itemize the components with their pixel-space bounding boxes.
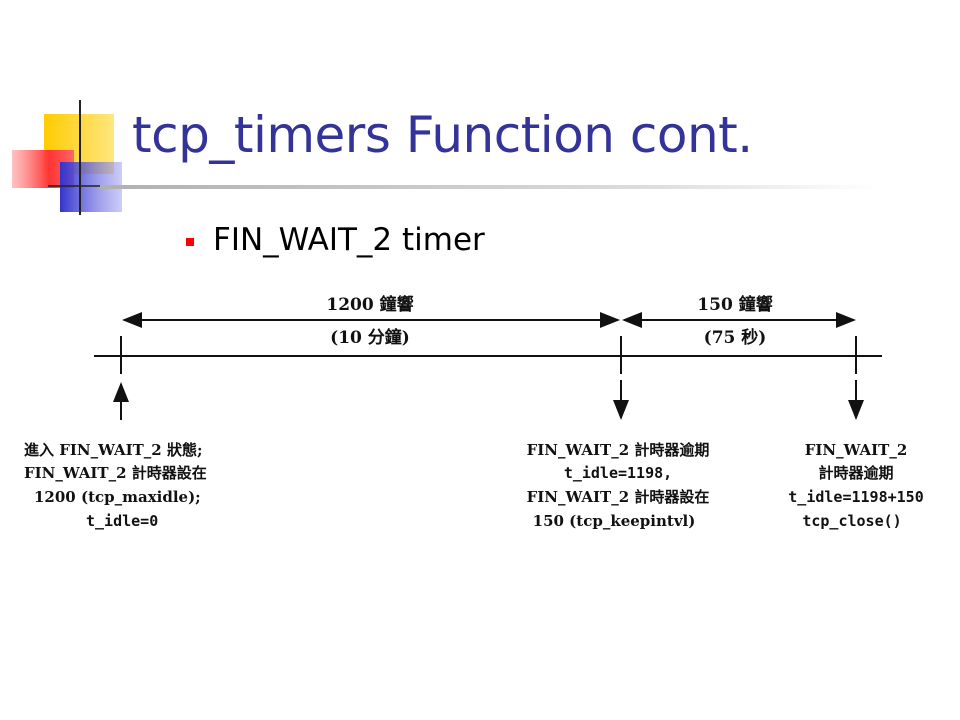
bullet-marker — [186, 238, 194, 246]
svg-text:計時器逾期: 計時器逾期 — [818, 464, 893, 482]
span1-bottom-label: (10 分鐘) — [330, 327, 410, 348]
svg-text:FIN_WAIT_2 計時器逾期: FIN_WAIT_2 計時器逾期 — [527, 441, 710, 459]
left-event-label: 進入 FIN_WAIT_2 狀態; FIN_WAIT_2 計時器設在 1200 … — [24, 441, 207, 530]
decorative-blocks — [12, 100, 125, 215]
bullet-text: FIN_WAIT_2 timer — [213, 222, 485, 258]
span1-top-label: 1200 鐘響 — [326, 294, 413, 315]
span2-top-label: 150 鐘響 — [697, 294, 772, 315]
svg-text:t_idle=1198+150: t_idle=1198+150 — [788, 488, 923, 506]
svg-text:1200 (tcp_maxidle);: 1200 (tcp_maxidle); — [34, 488, 201, 506]
svg-text:tcp_close(): tcp_close() — [802, 512, 901, 530]
svg-text:FIN_WAIT_2: FIN_WAIT_2 — [805, 441, 908, 459]
span2-bottom-label: (75 秒) — [704, 327, 767, 348]
svg-text:t_idle=1198,: t_idle=1198, — [564, 464, 672, 482]
svg-text:FIN_WAIT_2 計時器設在: FIN_WAIT_2 計時器設在 — [527, 488, 710, 506]
svg-text:FIN_WAIT_2 計時器設在: FIN_WAIT_2 計時器設在 — [24, 464, 207, 482]
right-event-label: FIN_WAIT_2 計時器逾期 t_idle=1198+150 tcp_clo… — [788, 441, 923, 530]
middle-event-label: FIN_WAIT_2 計時器逾期 t_idle=1198, FIN_WAIT_2… — [527, 441, 710, 530]
slide-title: tcp_timers Function cont. — [132, 106, 753, 164]
svg-text:t_idle=0: t_idle=0 — [86, 512, 158, 530]
timer-timeline-diagram: 1200 鐘響 150 鐘響 (10 分鐘) (75 秒) 進入 FIN_WAI… — [24, 294, 924, 530]
title-underline — [100, 185, 880, 189]
svg-text:進入 FIN_WAIT_2 狀態;: 進入 FIN_WAIT_2 狀態; — [24, 441, 203, 459]
svg-text:150 (tcp_keepintvl): 150 (tcp_keepintvl) — [533, 512, 696, 530]
